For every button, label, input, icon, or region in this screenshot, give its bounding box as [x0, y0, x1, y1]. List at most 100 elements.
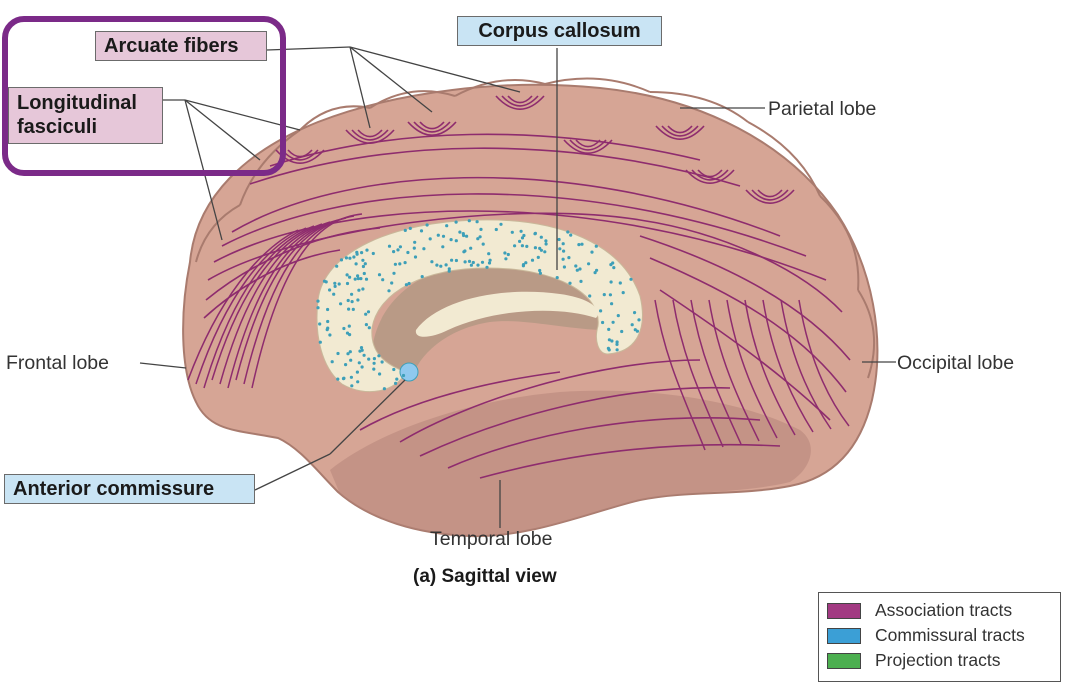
- legend-swatch-commissural: [827, 627, 861, 644]
- callosum-dot: [530, 258, 535, 262]
- callosum-dot: [355, 370, 359, 374]
- callosum-dot: [428, 237, 432, 241]
- callosum-dot: [346, 298, 350, 303]
- callosum-dot: [454, 239, 458, 243]
- callosum-dot: [420, 275, 424, 279]
- legend-label-commissural: Commissural tracts: [875, 625, 1025, 645]
- gyrus-bump-1: [369, 90, 456, 109]
- callosum-dot: [568, 281, 572, 285]
- arcuate-arc-1-1: [413, 121, 451, 133]
- occipital-fan-tract-3: [708, 299, 760, 442]
- frontal-fan-tract-5: [227, 219, 339, 389]
- association-tract-7: [269, 133, 701, 167]
- leader-line-2: [349, 46, 433, 113]
- callosum-dot: [356, 277, 360, 281]
- callosum-dot: [544, 239, 548, 243]
- callosum-dot: [580, 242, 584, 246]
- arcuate-arc-2-2: [495, 95, 545, 110]
- callosum-dot: [467, 259, 472, 263]
- callosum-dot: [367, 326, 371, 330]
- callosum-dot: [609, 263, 613, 267]
- callosum-dot: [392, 250, 396, 254]
- callosum-dot: [345, 281, 350, 286]
- association-tract-lines: [187, 133, 851, 479]
- callosum-dot: [521, 264, 526, 268]
- callosum-dot: [336, 377, 340, 381]
- callosum-dot: [316, 299, 320, 303]
- callosum-dot: [356, 298, 360, 302]
- callosum-dot: [510, 230, 514, 234]
- callosum-dot: [447, 269, 451, 273]
- callosum-dot: [316, 306, 320, 310]
- callosum-dot: [377, 354, 381, 358]
- callosum-dot: [398, 245, 402, 249]
- callosum-dot: [322, 279, 327, 283]
- corpus-callosum-dots: [316, 219, 641, 391]
- callosum-dot: [536, 255, 540, 259]
- callosum-dot: [607, 327, 611, 331]
- arcuate-arc-6-1: [751, 189, 789, 201]
- longitudinal-fasciculi-line1: Longitudinal: [17, 92, 137, 114]
- callosum-dot: [387, 289, 391, 293]
- callosum-dot: [325, 328, 329, 332]
- highlight-frame: [2, 16, 286, 176]
- callosum-dot: [465, 234, 469, 238]
- arcuate-fibers-label: Arcuate fibers: [95, 31, 267, 61]
- callosum-dot: [610, 339, 614, 343]
- callosum-dot: [330, 360, 334, 364]
- callosum-dot: [607, 338, 612, 342]
- callosum-dot: [357, 288, 361, 292]
- gyrus-bump-6: [819, 195, 860, 291]
- callosum-dot: [544, 242, 548, 246]
- callosum-dot: [629, 277, 633, 281]
- callosum-dot: [318, 340, 322, 344]
- callosum-dot: [567, 256, 571, 260]
- callosum-dot: [449, 238, 453, 242]
- parietal-lobe-label: Parietal lobe: [768, 98, 877, 120]
- callosum-dot: [378, 372, 382, 376]
- callosum-dot: [401, 373, 406, 378]
- callosum-dot: [345, 331, 350, 335]
- anterior-commissure-label: Anterior commissure: [4, 474, 255, 504]
- callosum-dot: [447, 267, 451, 271]
- legend-row-association: Association tracts: [827, 598, 1060, 623]
- callosum-dot: [471, 260, 475, 265]
- callosum-dot: [336, 351, 340, 356]
- occipital-lobe-label: Occipital lobe: [897, 352, 1015, 374]
- callosum-dot: [371, 251, 375, 256]
- callosum-dot: [382, 387, 386, 391]
- callosum-dot: [503, 251, 507, 255]
- callosum-dot: [328, 288, 332, 292]
- callosum-dot: [326, 307, 330, 312]
- callosum-dot: [348, 350, 352, 354]
- association-tract-15: [359, 371, 561, 431]
- callosum-dot: [430, 260, 434, 264]
- callosum-dot: [407, 281, 411, 286]
- callosum-dot: [362, 353, 366, 357]
- callosum-dot: [347, 324, 351, 328]
- callosum-dot: [357, 361, 361, 365]
- frontal-fan-tract-3: [211, 223, 323, 381]
- callosum-dot: [519, 229, 523, 233]
- callosum-dot: [513, 244, 517, 248]
- callosum-dot: [413, 240, 417, 244]
- callosum-dot: [633, 311, 637, 315]
- callosum-dot: [566, 230, 570, 234]
- callosum-dot: [359, 346, 364, 350]
- callosum-dot: [476, 263, 480, 267]
- arcuate-arc-5-0: [697, 169, 723, 178]
- callosum-dot: [398, 262, 402, 266]
- callosum-dot: [347, 307, 351, 311]
- callosum-dot: [408, 226, 412, 230]
- callosum-dot: [479, 227, 483, 231]
- legend: Association tracts Commissural tracts Pr…: [818, 592, 1061, 682]
- callosum-dot: [579, 279, 583, 283]
- callosum-dot: [360, 365, 364, 369]
- callosum-dot: [506, 252, 510, 257]
- callosum-dot: [348, 275, 352, 279]
- callosum-dot: [435, 263, 439, 267]
- callosum-dot: [372, 367, 376, 371]
- callosum-dot: [326, 319, 330, 324]
- callosum-dot: [425, 223, 429, 227]
- frontal-fan-tract-4: [219, 221, 331, 385]
